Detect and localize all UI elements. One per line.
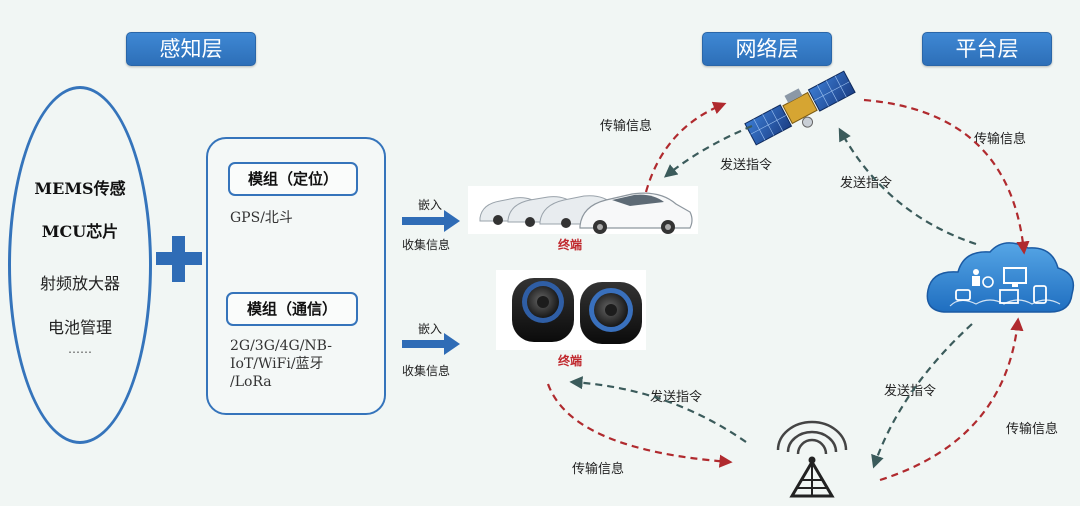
embed-label-top: 嵌入: [418, 198, 443, 212]
cell-tower-icon: [776, 420, 848, 498]
module-positioning-text: GPS/北斗: [230, 210, 293, 226]
collect-label-top: 收集信息: [402, 238, 451, 252]
plus-icon-bar: [156, 252, 202, 265]
flow-arrow-tower-to-speakers: [569, 376, 747, 443]
flow-label-cmd-sat-left: 发送指令: [720, 158, 773, 173]
embed-arrow-bottom: [402, 333, 460, 355]
terminal-label-speakers: 终端: [558, 354, 583, 368]
collect-label-bottom: 收集信息: [402, 364, 451, 378]
layer-perception-label: 感知层: [126, 32, 256, 66]
flow-label-transmit-tower-right: 传输信息: [1006, 422, 1059, 437]
module-positioning-title: 模组（定位）: [228, 162, 358, 196]
flow-arrow-cloud-to-satellite: [838, 127, 977, 246]
flow-label-cmd-tower-left: 发送指令: [650, 390, 703, 405]
flow-arrow-cars-to-satellite: [644, 101, 727, 193]
ellipse-ellipsis: ……: [68, 342, 92, 356]
embed-label-bottom: 嵌入: [418, 322, 443, 336]
flow-label-cmd-tower-right: 发送指令: [884, 384, 937, 399]
module-comm-text-1: 2G/3G/4G/NB-: [230, 338, 332, 354]
flow-arrow-speakers-to-tower: [546, 383, 733, 468]
components-ellipse: [8, 86, 152, 444]
satellite-icon: [744, 70, 856, 146]
layer-network-label: 网络层: [702, 32, 832, 66]
speakers-terminal-image: [496, 270, 646, 350]
flow-arrow-satellite-to-cloud: [863, 98, 1030, 255]
flow-label-cmd-sat-right: 发送指令: [840, 176, 893, 191]
ellipse-rf: 射频放大器: [39, 274, 120, 293]
cloud-platform-icon: [926, 242, 1075, 313]
cars-terminal-image: [468, 186, 698, 234]
ellipse-mems: MEMS传感: [34, 179, 126, 198]
embed-arrow-top: [402, 210, 460, 232]
module-comm-text-2: IoT/WiFi/蓝牙: [230, 356, 324, 372]
module-comm-title: 模组（通信）: [226, 292, 358, 326]
ellipse-mcu: MCU芯片: [41, 222, 119, 241]
module-comm-text-3: /LoRa: [230, 374, 272, 390]
flow-label-transmit-sat-right: 传输信息: [974, 132, 1027, 147]
flow-label-transmit-sat-left: 传输信息: [600, 119, 653, 134]
ellipse-battery: 电池管理: [47, 318, 112, 337]
terminal-label-cars: 终端: [558, 238, 583, 252]
flow-arrow-satellite-to-cars: [663, 124, 753, 178]
layer-platform-label: 平台层: [922, 32, 1052, 66]
flow-arrow-tower-to-cloud: [879, 317, 1024, 482]
flow-label-transmit-tower-left: 传输信息: [572, 462, 625, 477]
flow-arrow-cloud-to-tower: [871, 323, 973, 469]
